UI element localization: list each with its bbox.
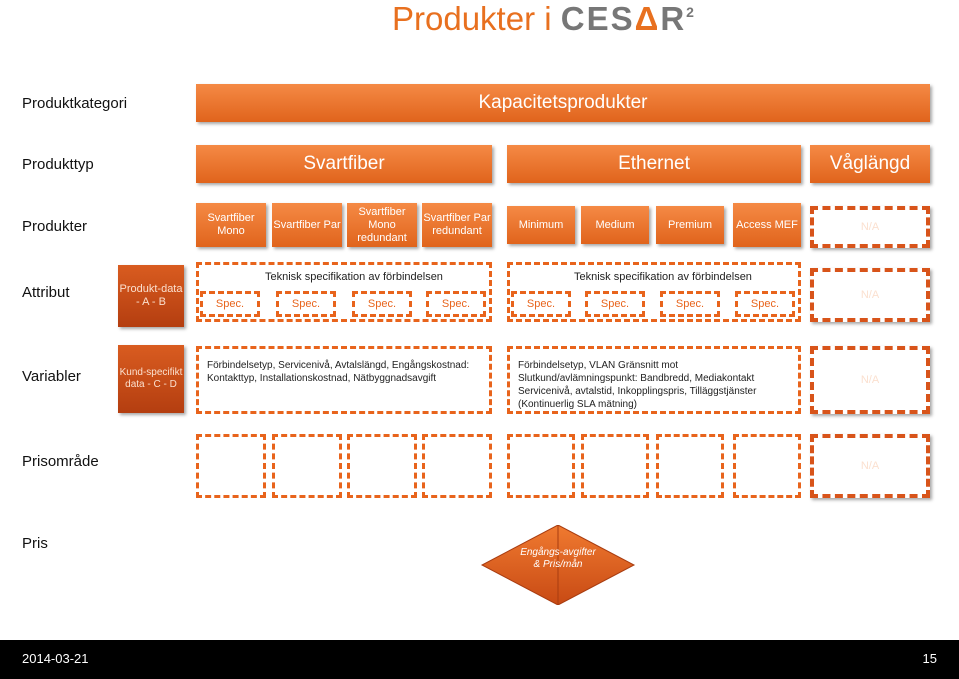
pris-box-7 [656, 434, 724, 498]
price-arrow-label: Engångs-avgifter & Pris/mån [520, 547, 596, 570]
product-na: N/A [810, 206, 930, 248]
pris-box-6 [581, 434, 649, 498]
product-access-mef: Access MEF [733, 203, 801, 247]
product-minimum: Minimum [507, 206, 575, 244]
product-premium: Premium [656, 206, 724, 244]
price-arrow-icon [480, 525, 636, 605]
spec-box-6: Spec. [585, 291, 645, 317]
footer-date: 2014-03-21 [22, 651, 89, 666]
variabler-svartfiber-box: Förbindelsetyp, Servicenivå, Avtalslängd… [196, 346, 492, 414]
pris-box-4 [422, 434, 492, 498]
product-medium: Medium [581, 206, 649, 244]
spec-box-4: Spec. [426, 291, 486, 317]
footer: 2014-03-21 15 [0, 640, 959, 679]
variabler-kunddata: Kund-specifikt data - C - D [118, 345, 184, 413]
product-svartfiber-mono: Svartfiber Mono [196, 203, 266, 247]
spec-box-7: Spec. [660, 291, 720, 317]
spec-box-3: Spec. [352, 291, 412, 317]
spec-box-8: Spec. [735, 291, 795, 317]
row-label-variabler: Variabler [22, 368, 81, 385]
pris-box-3 [347, 434, 417, 498]
row-label-produkter: Produkter [22, 218, 88, 235]
pris-box-2 [272, 434, 342, 498]
variabler-ethernet-text: Förbindelsetyp, VLAN Gränsnitt mot Slutk… [518, 360, 757, 410]
row-label-prisomrade: Prisområde [22, 453, 99, 470]
product-svartfiber-par-redundant: Svartfiber Par redundant [422, 203, 492, 247]
attribut-svartfiber-group: Teknisk specifikation av förbindelsen [196, 262, 492, 322]
row-label-kategori: Produktkategori [22, 95, 128, 112]
prisomrade-na: N/A [810, 434, 930, 498]
spec-box-1: Spec. [200, 291, 260, 317]
spec-box-2: Spec. [276, 291, 336, 317]
pris-box-1 [196, 434, 266, 498]
page-title: Produkter i CESΔR2 [392, 0, 696, 44]
type-svartfiber: Svartfiber [196, 145, 492, 183]
row-label-pris: Pris [22, 535, 48, 552]
row-label-attribut: Attribut [22, 284, 70, 301]
attribut-ethernet-label: Teknisk specifikation av förbindelsen [574, 271, 752, 283]
pris-box-8 [733, 434, 801, 498]
attribut-svartfiber-label: Teknisk specifikation av förbindelsen [265, 271, 443, 283]
type-vaglangd: Våglängd [810, 145, 930, 183]
title-prefix: Produkter i [392, 0, 552, 37]
brand-logo: CESΔR2 [560, 0, 696, 37]
footer-page-number: 15 [922, 651, 937, 666]
variabler-ethernet-box: Förbindelsetyp, VLAN Gränsnitt mot Slutk… [507, 346, 801, 414]
row-label-typ: Produkttyp [22, 156, 94, 173]
attribut-ethernet-group: Teknisk specifikation av förbindelsen [507, 262, 801, 322]
variabler-na: N/A [810, 346, 930, 414]
type-ethernet: Ethernet [507, 145, 801, 183]
attribut-na: N/A [810, 268, 930, 322]
pris-box-5 [507, 434, 575, 498]
variabler-svartfiber-text: Förbindelsetyp, Servicenivå, Avtalslängd… [207, 360, 470, 384]
spec-box-5: Spec. [511, 291, 571, 317]
category-kapacitetsprodukter: Kapacitetsprodukter [196, 84, 930, 122]
attribut-produktdata: Produkt-data - A - B [118, 265, 184, 327]
product-svartfiber-mono-redundant: Svartfiber Mono redundant [347, 203, 417, 247]
product-svartfiber-par: Svartfiber Par [272, 203, 342, 247]
